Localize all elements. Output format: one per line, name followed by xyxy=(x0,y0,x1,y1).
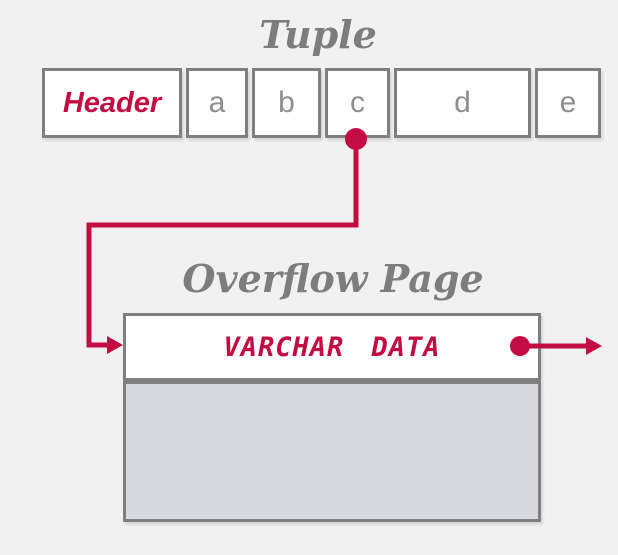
varchar-data-label: VARCHAR DATA xyxy=(223,331,441,363)
tuple-cell-b: b xyxy=(252,68,321,138)
tuple-cell-a-label: a xyxy=(208,86,226,119)
overflow-varchar-row: VARCHAR DATA xyxy=(123,313,541,381)
next-page-arrow-icon xyxy=(586,337,602,355)
tuple-cell-d: d xyxy=(394,68,531,138)
overflow-page-body xyxy=(123,381,541,522)
tuple-cell-e-label: e xyxy=(559,86,577,119)
overflow-page-title: Overflow Page xyxy=(182,256,484,301)
tuple-cell-d-label: d xyxy=(454,86,471,119)
tuple-title: Tuple xyxy=(259,12,377,57)
tuple-cell-a: a xyxy=(186,68,248,138)
tuple-header-cell: Header xyxy=(42,68,182,138)
tuple-cell-e: e xyxy=(535,68,601,138)
tuple-cell-b-label: b xyxy=(278,86,295,119)
tuple-cell-c-label: c xyxy=(350,86,365,119)
tuple-header-label: Header xyxy=(62,86,162,119)
overflow-entry-arrow-icon xyxy=(107,336,123,354)
tuple-cell-c: c xyxy=(325,68,390,138)
